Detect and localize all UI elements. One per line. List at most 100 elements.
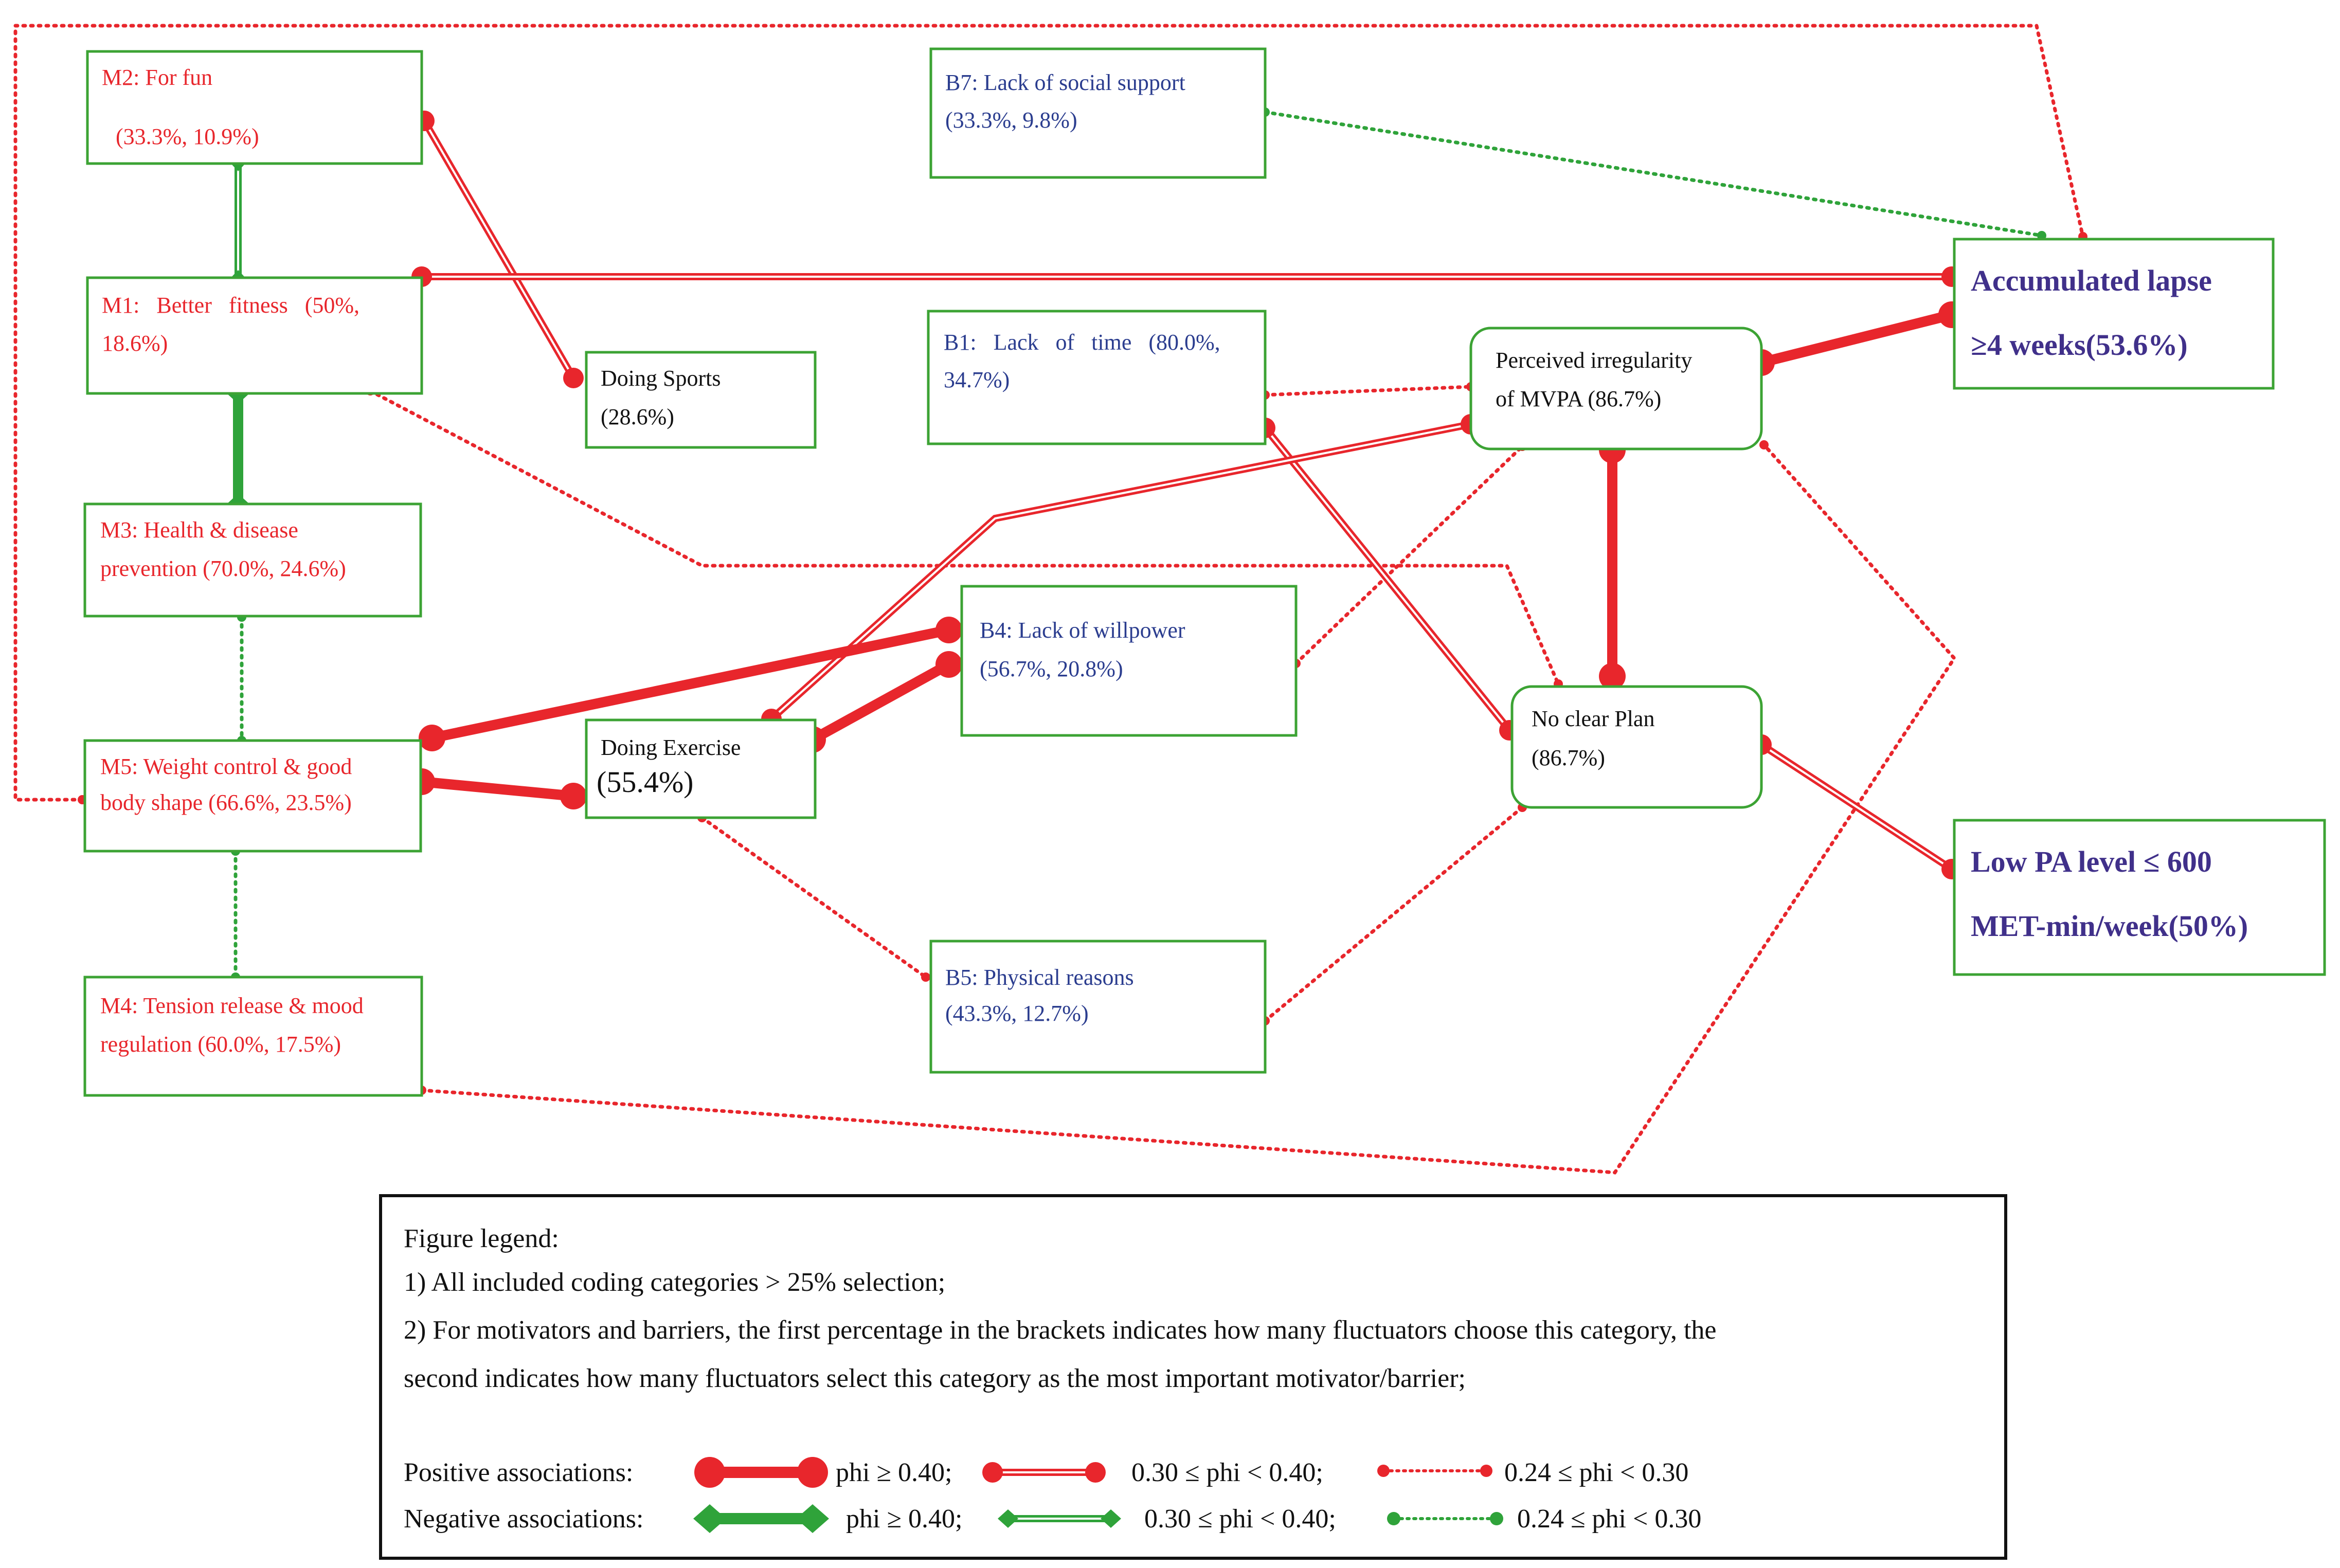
node-low-pa-level-line1: Low PA level ≤ 600 bbox=[1971, 845, 2212, 878]
node-b1-line2: 34.7%) bbox=[944, 367, 1010, 392]
legend-positive-weak-sample bbox=[1377, 1465, 1492, 1477]
node-m3-line2: prevention (70.0%, 24.6%) bbox=[100, 556, 346, 581]
node-low-pa-level-box bbox=[1953, 819, 2326, 976]
node-m1-line1: M1: Better fitness (50%, bbox=[102, 293, 359, 318]
node-m2: M2: For fun (33.3%, 10.9%) bbox=[86, 50, 423, 165]
figure-legend: Figure legend: 1) All included coding ca… bbox=[379, 1194, 2007, 1560]
legend-note-1: 1) All included coding categories > 25% … bbox=[404, 1268, 945, 1297]
node-doing-exercise: Doing Exercise (55.4%) bbox=[585, 718, 817, 819]
link-m1-noplan bbox=[368, 389, 1560, 686]
node-m1: M1: Better fitness (50%, 18.6%) bbox=[86, 276, 423, 395]
link-b7-lapse bbox=[1263, 110, 2044, 238]
node-b5: B5: Physical reasons (43.3%, 12.7%) bbox=[929, 940, 1267, 1074]
node-no-clear-plan-box bbox=[1510, 685, 1763, 809]
node-doing-exercise-box bbox=[585, 718, 817, 819]
node-m4-box bbox=[83, 976, 423, 1097]
legend-positive-weak-label: 0.24 ≤ phi < 0.30 bbox=[1504, 1458, 1688, 1487]
legend-title: Figure legend: bbox=[404, 1224, 559, 1253]
node-perceived-irregularity: Perceived irregularity of MVPA (86.7%) bbox=[1469, 327, 1763, 450]
legend-positive-label: Positive associations: bbox=[404, 1458, 633, 1487]
link-m5-exercise bbox=[421, 777, 574, 801]
node-b5-line1: B5: Physical reasons bbox=[945, 965, 1134, 990]
legend-negative-weak-label: 0.24 ≤ phi < 0.30 bbox=[1517, 1504, 1701, 1534]
node-b4-line1: B4: Lack of willpower bbox=[980, 618, 1185, 643]
node-b7: B7: Lack of social support (33.3%, 9.8%) bbox=[929, 47, 1267, 179]
legend-positive-strong-label: phi ≥ 0.40; bbox=[836, 1458, 952, 1487]
node-m4: M4: Tension release & mood regulation (6… bbox=[83, 976, 423, 1097]
link-irregularity-lapse bbox=[1760, 310, 1953, 368]
node-b4-line2: (56.7%, 20.8%) bbox=[980, 656, 1123, 681]
node-m2-box bbox=[86, 50, 423, 165]
node-accumulated-lapse-box bbox=[1953, 238, 2275, 390]
node-m5-line2: body shape (66.6%, 23.5%) bbox=[100, 790, 352, 815]
node-b7-line2: (33.3%, 9.8%) bbox=[945, 107, 1077, 133]
node-m5-box bbox=[83, 739, 422, 853]
legend-negative-medium-label: 0.30 ≤ phi < 0.40; bbox=[1144, 1504, 1336, 1534]
link-exercise-b5 bbox=[700, 816, 928, 979]
link-b1-noplan-inner bbox=[1264, 427, 1510, 731]
node-no-clear-plan-line1: No clear Plan bbox=[1532, 706, 1654, 731]
link-b5-noplan bbox=[1263, 805, 1524, 1023]
node-b7-line1: B7: Lack of social support bbox=[945, 70, 1185, 95]
node-accumulated-lapse-line1: Accumulated lapse bbox=[1971, 264, 2212, 297]
node-m3-line1: M3: Health & disease bbox=[100, 517, 298, 543]
node-perceived-irregularity-line2: of MVPA (86.7%) bbox=[1496, 386, 1661, 411]
node-m5-line1: M5: Weight control & good bbox=[100, 754, 352, 779]
node-perceived-irregularity-line1: Perceived irregularity bbox=[1496, 348, 1692, 373]
legend-negative-weak-sample bbox=[1387, 1512, 1503, 1525]
node-dot bbox=[419, 725, 445, 751]
node-dot bbox=[1759, 440, 1769, 449]
node-b1-line1: B1: Lack of time (80.0%, bbox=[944, 330, 1220, 355]
node-b4-box bbox=[960, 585, 1298, 737]
node-accumulated-lapse: Accumulated lapse ≥4 weeks(53.6%) bbox=[1953, 238, 2275, 390]
node-m1-box bbox=[86, 276, 423, 395]
node-doing-sports: Doing Sports (28.6%) bbox=[585, 351, 817, 449]
node-dot bbox=[921, 972, 930, 982]
node-m2-line2: (33.3%, 10.9%) bbox=[116, 124, 259, 149]
node-m1-line2: 18.6%) bbox=[102, 331, 168, 356]
legend-negative-label: Negative associations: bbox=[404, 1504, 643, 1534]
node-doing-sports-box bbox=[585, 351, 817, 449]
node-doing-sports-line1: Doing Sports bbox=[601, 366, 721, 391]
legend-positive-strong-sample bbox=[694, 1457, 828, 1488]
node-m3: M3: Health & disease prevention (70.0%, … bbox=[83, 502, 422, 618]
node-perceived-irregularity-box bbox=[1469, 327, 1763, 450]
node-doing-sports-line2: (28.6%) bbox=[601, 404, 674, 429]
node-dot bbox=[935, 651, 962, 678]
node-no-clear-plan: No clear Plan (86.7%) bbox=[1510, 685, 1763, 809]
link-m5-b4 bbox=[430, 625, 950, 743]
link-b1-irregularity bbox=[1263, 385, 1473, 397]
link-b4-irregularity bbox=[1294, 444, 1524, 665]
node-dot bbox=[563, 368, 584, 388]
node-accumulated-lapse-line2: ≥4 weeks(53.6%) bbox=[1971, 328, 2188, 362]
link-m5-lapse bbox=[13, 24, 2085, 802]
node-dot bbox=[560, 783, 587, 809]
diagram-nodes: M2: For fun (33.3%, 10.9%) M1: Better fi… bbox=[83, 47, 2326, 1097]
node-m4-line1: M4: Tension release & mood bbox=[100, 993, 364, 1018]
node-low-pa-level-line2: MET-min/week(50%) bbox=[1971, 909, 2248, 943]
node-b7-box bbox=[929, 47, 1267, 179]
node-b5-line2: (43.3%, 12.7%) bbox=[945, 1001, 1089, 1026]
node-dot bbox=[935, 617, 962, 643]
legend-frame bbox=[379, 1194, 2007, 1560]
node-b1-box bbox=[927, 310, 1267, 445]
node-low-pa-level: Low PA level ≤ 600 MET-min/week(50%) bbox=[1953, 819, 2326, 976]
legend-negative-strong-sample bbox=[693, 1504, 829, 1533]
node-dot bbox=[1599, 663, 1626, 690]
legend-positive-medium-sample bbox=[982, 1462, 1106, 1483]
link-exercise-b4 bbox=[810, 660, 951, 744]
legend-note-2a: 2) For motivators and barriers, the firs… bbox=[404, 1315, 1716, 1345]
node-no-clear-plan-line2: (86.7%) bbox=[1532, 745, 1605, 770]
legend-positive-medium-label: 0.30 ≤ phi < 0.40; bbox=[1131, 1458, 1323, 1487]
legend-note-2b: second indicates how many fluctuators se… bbox=[404, 1364, 1466, 1393]
link-m2-sports-inner bbox=[423, 120, 574, 379]
node-m4-line2: regulation (60.0%, 17.5%) bbox=[100, 1032, 341, 1057]
link-m4-irregularity bbox=[420, 443, 1957, 1175]
node-b1: B1: Lack of time (80.0%, 34.7%) bbox=[927, 310, 1267, 445]
legend-negative-strong-label: phi ≥ 0.40; bbox=[846, 1504, 962, 1534]
node-m3-box bbox=[83, 502, 422, 618]
node-b4: B4: Lack of willpower (56.7%, 20.8%) bbox=[960, 585, 1298, 737]
legend-negative-medium-sample bbox=[998, 1509, 1121, 1528]
node-b5-box bbox=[929, 940, 1267, 1074]
